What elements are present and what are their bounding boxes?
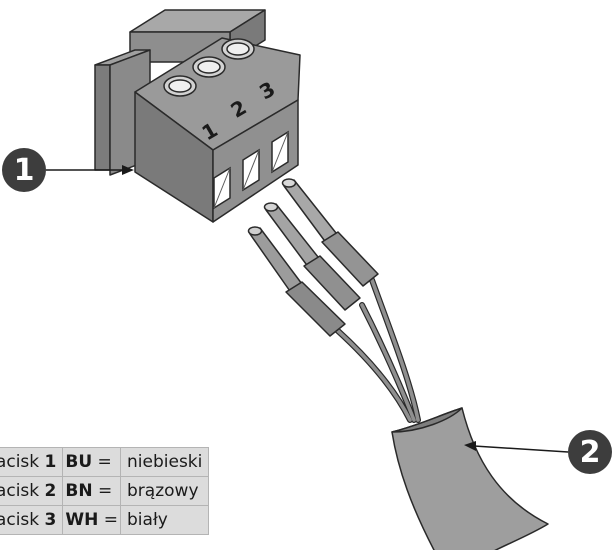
legend-color-name: biały <box>120 505 210 535</box>
ferrules <box>247 178 379 337</box>
legend-code-cell: BU = <box>62 447 122 477</box>
legend-equals: = <box>103 510 119 530</box>
legend-terminal-cell: zacisk 3 <box>0 505 64 535</box>
wires <box>334 277 421 423</box>
callout-1: 1 <box>2 148 46 192</box>
cable-sheath <box>391 407 549 550</box>
wire-opening-1 <box>213 166 231 210</box>
legend-terminal-label: zacisk <box>0 452 40 472</box>
legend-terminal-number: 2 <box>44 481 57 501</box>
legend-wire-code: BU <box>65 452 93 472</box>
ferrule-3 <box>281 178 379 287</box>
ferrule-1 <box>247 226 346 337</box>
screw-head-2 <box>192 56 226 78</box>
screw-head-1 <box>163 75 197 97</box>
leader-arrows <box>46 165 569 453</box>
screw-heads <box>163 38 255 97</box>
legend-color-name: brązowy <box>120 476 210 506</box>
wire-white <box>370 278 420 422</box>
legend-row-3: zacisk 3 WH = biały <box>0 505 210 535</box>
legend-equals: = <box>97 481 113 501</box>
leader-line-2 <box>473 445 569 453</box>
wire-blue <box>335 328 412 422</box>
legend-wire-code: WH <box>65 510 99 530</box>
legend-equals: = <box>97 452 112 472</box>
screw-head-3 <box>221 38 255 60</box>
legend-terminal-number: 3 <box>44 510 57 530</box>
arrowhead-1 <box>122 165 134 175</box>
arrowhead-2 <box>464 441 476 451</box>
legend-terminal-label: zacisk <box>0 510 40 530</box>
legend-terminal-number: 1 <box>44 452 57 472</box>
legend-code-cell: WH = <box>62 505 122 535</box>
wire-opening-3 <box>271 130 289 174</box>
wire-brown <box>360 303 416 422</box>
legend-row-2: zacisk 2 BN = brązowy <box>0 476 210 506</box>
legend-wire-code: BN <box>65 481 93 501</box>
legend-terminal-label: zacisk <box>0 481 40 501</box>
legend-terminal-cell: zacisk 2 <box>0 476 64 506</box>
legend-row-1: zacisk 1 BU = niebieski <box>0 447 210 477</box>
legend-color-name: niebieski <box>120 447 210 477</box>
wire-opening-2 <box>242 148 260 192</box>
legend-terminal-cell: zacisk 1 <box>0 447 64 477</box>
wire-color-legend: zacisk 1 BU = niebieski zacisk 2 BN = br… <box>0 447 210 535</box>
ferrule-2 <box>263 202 361 311</box>
legend-code-cell: BN = <box>62 476 122 506</box>
wire-openings <box>213 130 289 210</box>
callout-2: 2 <box>568 430 612 474</box>
